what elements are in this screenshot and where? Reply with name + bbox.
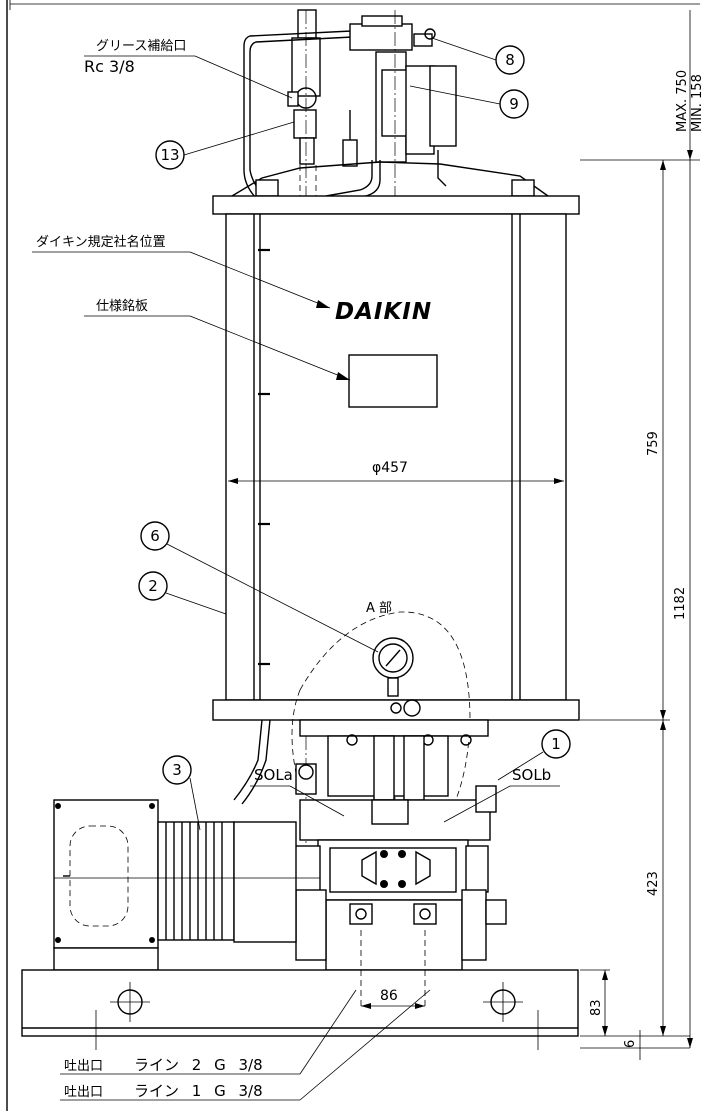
max-level-dim: MAX. 750 <box>675 70 690 132</box>
daikin-logo: DAIKIN <box>335 299 432 325</box>
daikin-position-label: ダイキン規定社名位置 <box>36 234 166 250</box>
motor-fan-cover <box>53 799 159 949</box>
part-a-label: A 部 <box>366 601 392 616</box>
balloon-13: 13 <box>160 146 179 164</box>
total-height-dim: 1182 <box>673 587 688 620</box>
balloon-9: 9 <box>509 95 519 113</box>
sol-a-label: SOLa <box>254 766 293 784</box>
min-level-dim: MIN. 158 <box>690 74 705 132</box>
grease-port-label: グリース補給口 <box>96 39 186 54</box>
base-frame <box>21 969 579 1037</box>
diameter-dim: φ457 <box>372 460 408 476</box>
balloon-1: 1 <box>551 735 561 753</box>
outlet-line2-text: ライン 2 G 3/8 <box>134 1056 263 1074</box>
outlet-pitch-dim: 86 <box>380 988 398 1004</box>
tank-top-flange <box>212 195 580 215</box>
spec-plate-rect <box>348 354 438 408</box>
pump-valve-block <box>317 839 469 901</box>
balloon-6: 6 <box>150 527 160 545</box>
tank-body <box>225 213 567 701</box>
outlet-line1-text: ライン 1 G 3/8 <box>134 1082 263 1100</box>
outlet-line1-port: 吐出口 <box>64 1085 103 1100</box>
balloon-2: 2 <box>148 577 158 595</box>
base-offset-dim: 6 <box>623 1040 638 1048</box>
grease-port-size: Rc 3/8 <box>84 57 135 76</box>
sol-b-label: SOLb <box>512 766 551 784</box>
balloon-8: 8 <box>505 51 515 69</box>
base-thickness-dim: 83 <box>589 999 604 1016</box>
base-height-dim: 423 <box>646 871 661 896</box>
outlet-line2-port: 吐出口 <box>64 1059 103 1074</box>
balloon-3: 3 <box>172 761 182 779</box>
valve-block <box>349 23 413 51</box>
tank-height-dim: 759 <box>646 431 661 456</box>
spec-plate-label: 仕様銘板 <box>96 299 148 314</box>
